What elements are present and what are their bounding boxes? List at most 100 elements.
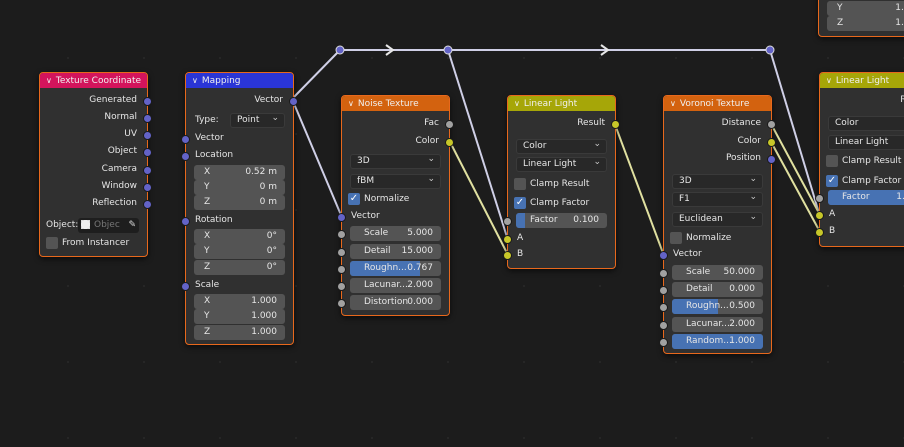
- field-lacunar[interactable]: Lacunar...2.000: [350, 277, 441, 293]
- color-socket[interactable]: [611, 119, 620, 129]
- color-socket[interactable]: [815, 227, 824, 237]
- node-header[interactable]: ∨Linear Light: [820, 73, 904, 88]
- float-socket[interactable]: [659, 337, 668, 347]
- vector-socket[interactable]: [143, 147, 152, 157]
- dropdown-linear-light[interactable]: Linear Light⌄: [516, 156, 607, 172]
- field-random[interactable]: Random...1.000: [672, 333, 763, 349]
- checkbox[interactable]: [826, 154, 838, 167]
- vector-socket[interactable]: [337, 212, 346, 222]
- float-socket[interactable]: [659, 285, 668, 295]
- float-socket[interactable]: [337, 229, 346, 239]
- field-roughn[interactable]: Roughn...0.500: [672, 298, 763, 314]
- dropdown-color[interactable]: Color⌄: [516, 138, 607, 154]
- field-lacunar[interactable]: Lacunar...2.000: [672, 316, 763, 332]
- color-socket[interactable]: [445, 137, 454, 147]
- vector-component-field-y[interactable]: Y1.000: [827, 0, 904, 16]
- reroute-node[interactable]: [443, 45, 453, 55]
- vector-socket[interactable]: [289, 96, 298, 106]
- float-socket[interactable]: [337, 264, 346, 274]
- vector-socket[interactable]: [181, 216, 190, 226]
- collapse-chevron-icon[interactable]: ∨: [826, 76, 832, 85]
- float-socket[interactable]: [767, 119, 776, 129]
- collapse-chevron-icon[interactable]: ∨: [192, 76, 198, 85]
- dropdown-linear-light[interactable]: Linear Light⌄: [828, 134, 904, 150]
- node-header[interactable]: ∨Mapping: [186, 73, 293, 88]
- dropdown-fbm[interactable]: fBM⌄: [350, 173, 441, 189]
- float-socket[interactable]: [503, 216, 512, 226]
- node-header[interactable]: ∨Texture Coordinate: [40, 73, 147, 88]
- checkbox[interactable]: ✓: [826, 174, 838, 187]
- vector-component-field-z[interactable]: Z1.000: [827, 15, 904, 31]
- float-socket[interactable]: [337, 247, 346, 257]
- vector-socket[interactable]: [767, 154, 776, 164]
- node-header[interactable]: ∨Voronoi Texture: [664, 96, 771, 111]
- dropdown-f1[interactable]: F1⌄: [672, 191, 763, 207]
- dropdown-euclidean[interactable]: Euclidean⌄: [672, 211, 763, 227]
- vector-socket[interactable]: [143, 199, 152, 209]
- node-header[interactable]: ∨Noise Texture: [342, 96, 449, 111]
- checkbox[interactable]: [46, 236, 58, 249]
- reroute-node[interactable]: [765, 45, 775, 55]
- dropdown-3d[interactable]: 3D⌄: [672, 173, 763, 189]
- field-roughn[interactable]: Roughn...0.767: [350, 260, 441, 276]
- checkbox[interactable]: [514, 177, 526, 190]
- vector-socket[interactable]: [143, 113, 152, 123]
- object-picker[interactable]: Objec✎: [78, 217, 139, 233]
- eyedropper-icon[interactable]: ✎: [128, 219, 136, 230]
- float-socket[interactable]: [815, 193, 824, 203]
- vector-socket[interactable]: [181, 151, 190, 161]
- color-socket[interactable]: [815, 210, 824, 220]
- vector-socket[interactable]: [181, 281, 190, 291]
- vector-socket[interactable]: [181, 134, 190, 144]
- checkbox[interactable]: ✓: [348, 192, 360, 205]
- dropdown-color[interactable]: Color⌄: [828, 115, 904, 131]
- vector-socket[interactable]: [143, 165, 152, 175]
- vector-socket[interactable]: [143, 182, 152, 192]
- float-socket[interactable]: [659, 320, 668, 330]
- vector-socket[interactable]: [143, 130, 152, 140]
- checkbox[interactable]: ✓: [514, 196, 526, 209]
- reroute-node[interactable]: [335, 45, 345, 55]
- color-socket[interactable]: [503, 250, 512, 260]
- float-socket[interactable]: [445, 119, 454, 129]
- collapse-chevron-icon[interactable]: ∨: [670, 99, 676, 108]
- collapse-chevron-icon[interactable]: ∨: [348, 99, 354, 108]
- color-socket[interactable]: [767, 137, 776, 147]
- float-socket[interactable]: [659, 302, 668, 312]
- collapse-chevron-icon[interactable]: ∨: [514, 99, 520, 108]
- float-socket[interactable]: [337, 298, 346, 308]
- node-header[interactable]: ∨Linear Light: [508, 96, 615, 111]
- dropdown-3d[interactable]: 3D⌄: [350, 153, 441, 169]
- collapse-chevron-icon[interactable]: ∨: [46, 76, 52, 85]
- float-socket[interactable]: [337, 281, 346, 291]
- vector-socket[interactable]: [659, 250, 668, 260]
- type-dropdown[interactable]: Point⌄: [230, 112, 285, 128]
- checkbox[interactable]: [670, 231, 682, 244]
- float-socket[interactable]: [659, 268, 668, 278]
- color-socket[interactable]: [503, 234, 512, 244]
- vector-socket[interactable]: [143, 96, 152, 106]
